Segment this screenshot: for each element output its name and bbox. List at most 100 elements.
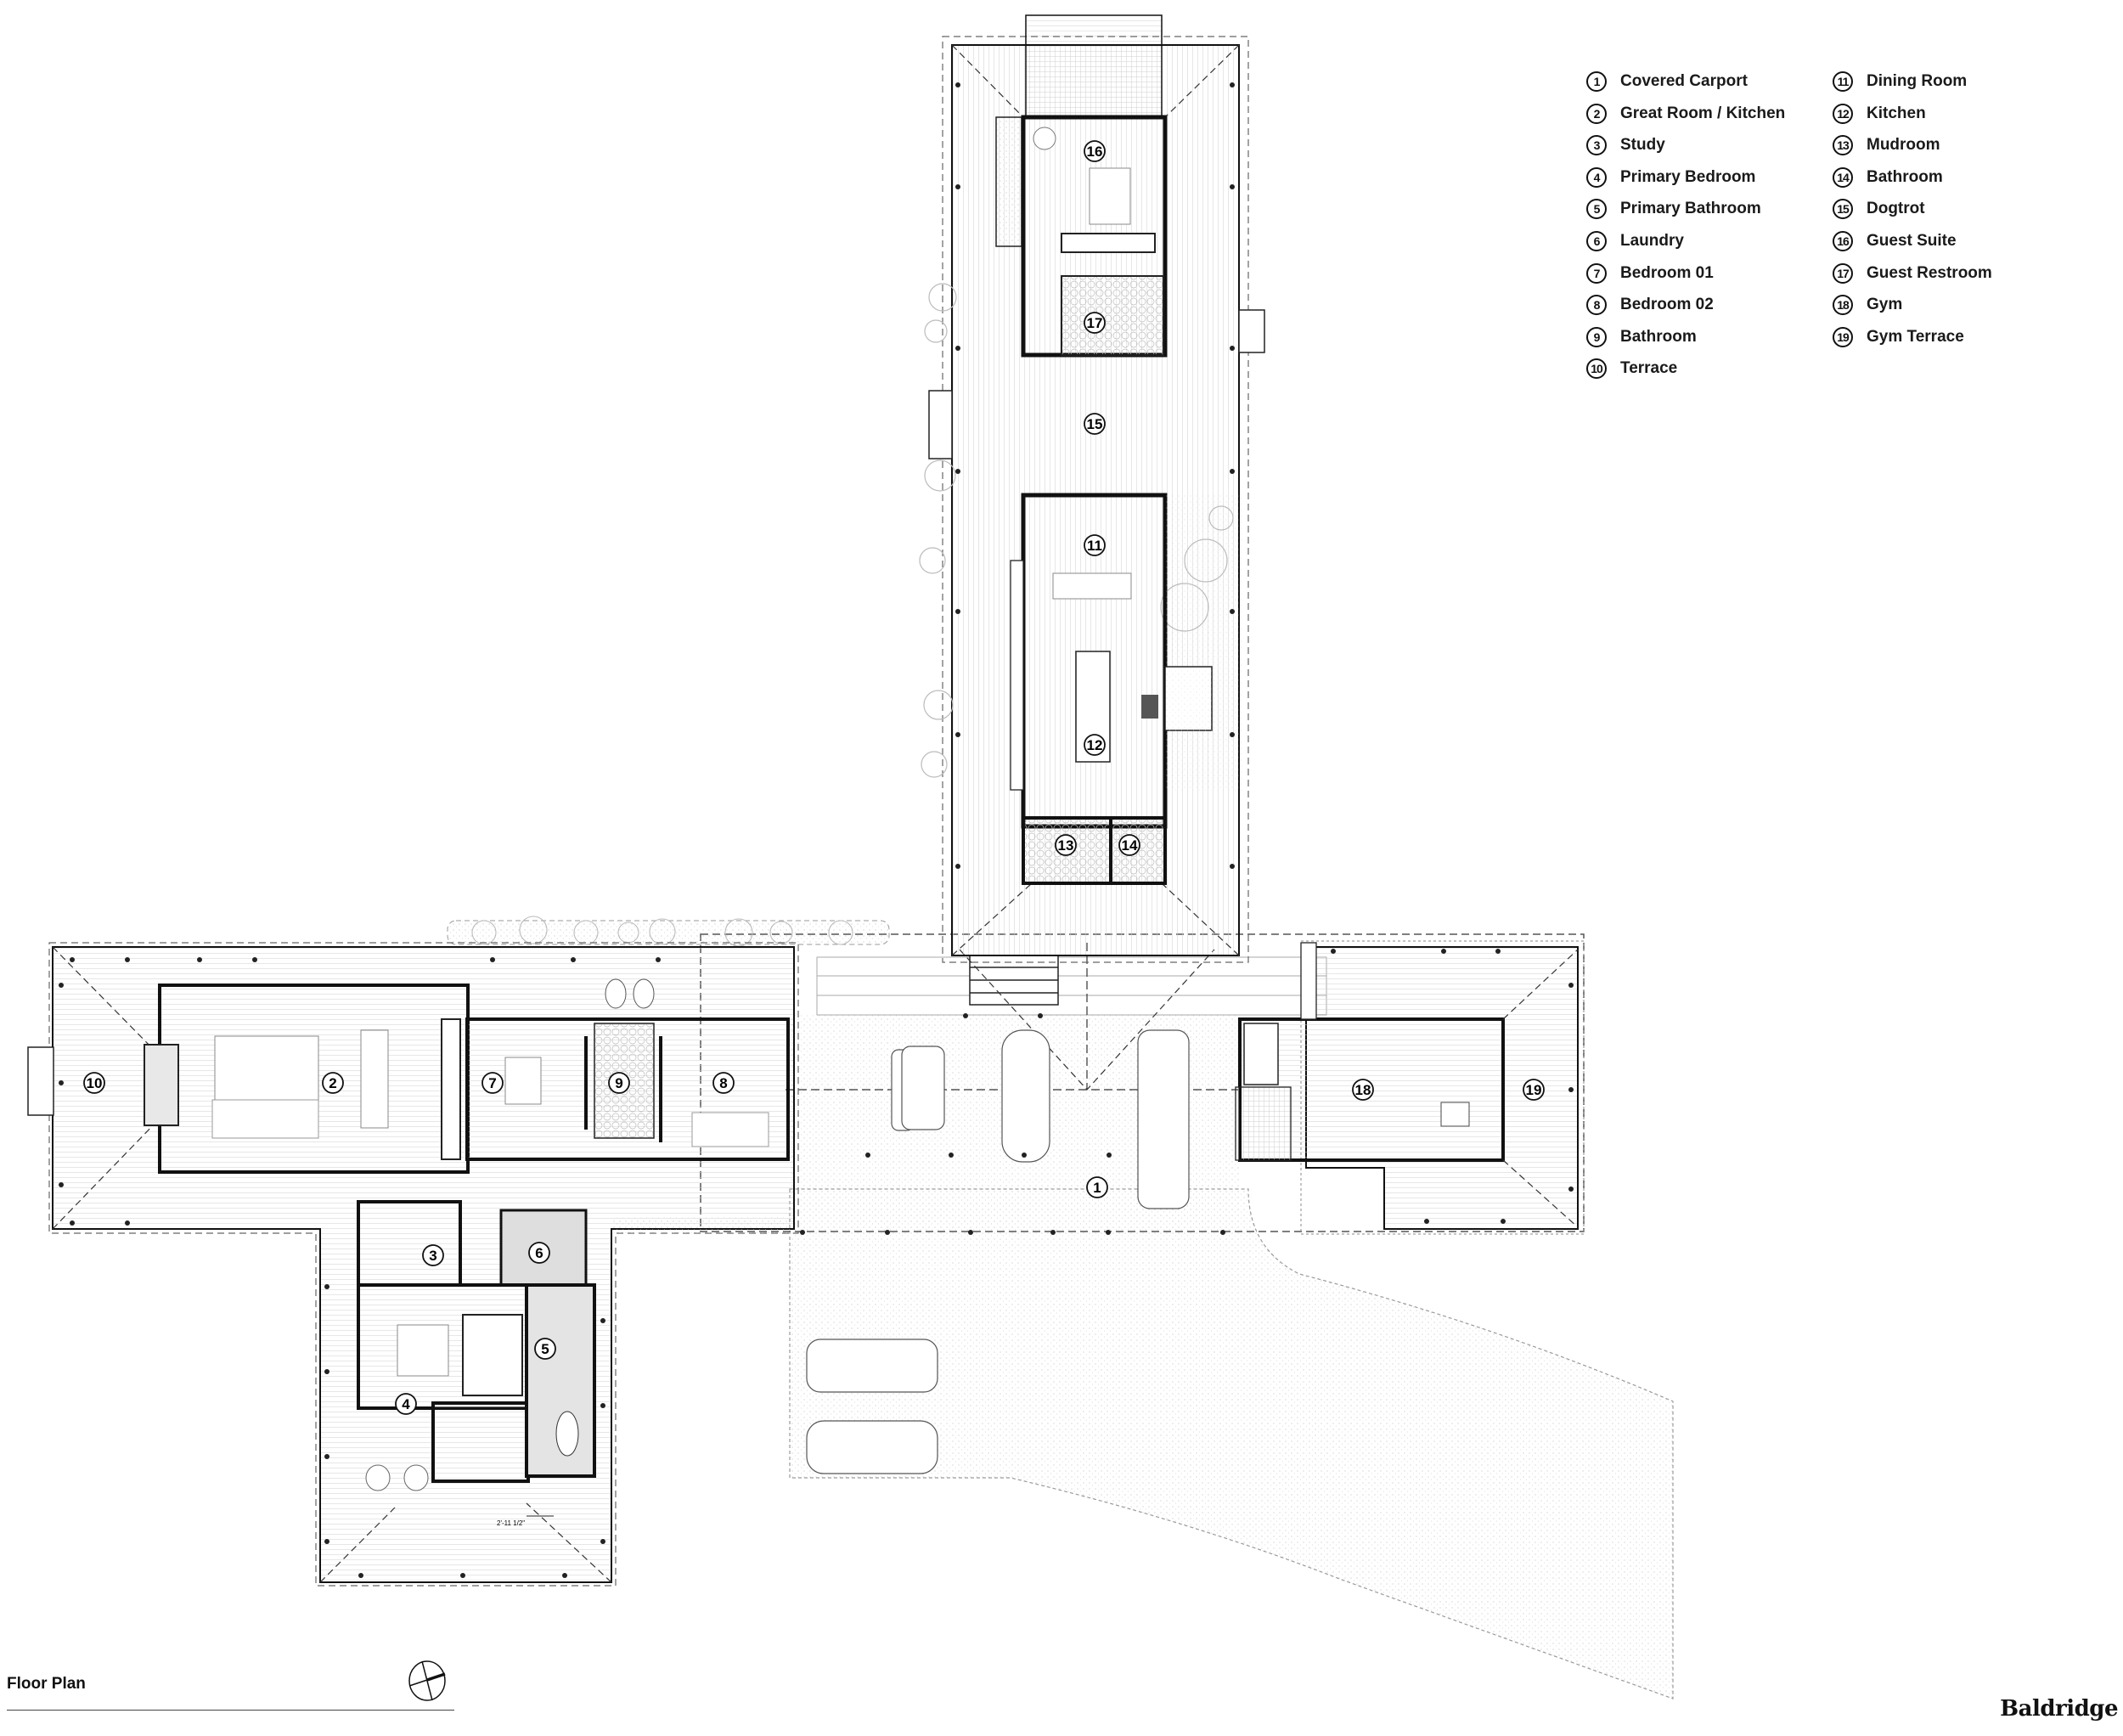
- legend-item: 10 Terrace: [1586, 355, 1677, 382]
- legend-item: 12 Kitchen: [1833, 100, 1926, 127]
- legend-number-badge: 15: [1833, 199, 1853, 220]
- svg-text:4: 4: [402, 1396, 410, 1412]
- room-tag: 6: [528, 1242, 550, 1264]
- legend-label: Great Room / Kitchen: [1620, 104, 1786, 122]
- north-arrow-icon: [408, 1660, 446, 1701]
- legend-item: 15 Dogtrot: [1833, 195, 1925, 223]
- legend-item: 9 Bathroom: [1586, 324, 1697, 351]
- legend-label: Bathroom: [1620, 327, 1697, 346]
- brand-logo: Baldridge: [2000, 1696, 2118, 1722]
- room-tag: 3: [422, 1244, 444, 1266]
- room-tag: 5: [534, 1338, 556, 1360]
- legend-item: 16 Guest Suite: [1833, 228, 1957, 255]
- legend-item: 4 Primary Bedroom: [1586, 164, 1755, 191]
- drawing-title: Floor Plan: [7, 1675, 86, 1693]
- svg-text:14: 14: [1122, 837, 1138, 854]
- svg-text:1: 1: [1093, 1180, 1101, 1196]
- dimension-label: 2'-11 1/2": [497, 1519, 525, 1527]
- room-tag: 12: [1084, 734, 1106, 756]
- legend-item: 3 Study: [1586, 132, 1665, 159]
- legend-number-badge: 13: [1833, 135, 1853, 156]
- legend-number-badge: 19: [1833, 326, 1853, 347]
- legend-item: 13 Mudroom: [1833, 132, 1940, 159]
- legend-number-badge: 12: [1833, 103, 1853, 124]
- svg-text:7: 7: [488, 1075, 496, 1091]
- legend-label: Guest Suite: [1867, 232, 1957, 250]
- svg-text:8: 8: [719, 1075, 727, 1091]
- svg-text:17: 17: [1087, 315, 1103, 331]
- svg-text:16: 16: [1087, 144, 1103, 160]
- room-tag: 16: [1084, 140, 1106, 162]
- room-tag: 14: [1118, 834, 1140, 856]
- svg-text:18: 18: [1355, 1082, 1371, 1098]
- legend-item: 11 Dining Room: [1833, 68, 1967, 95]
- legend-number-badge: 5: [1586, 199, 1607, 220]
- svg-text:2: 2: [329, 1075, 336, 1091]
- legend-item: 1 Covered Carport: [1586, 68, 1748, 95]
- legend-number-badge: 1: [1586, 71, 1607, 92]
- title-rule-divider: [7, 1710, 454, 1711]
- legend-label: Dogtrot: [1867, 200, 1925, 218]
- legend-item: 2 Great Room / Kitchen: [1586, 100, 1785, 127]
- room-tag: 9: [608, 1072, 630, 1094]
- legend-item: 17 Guest Restroom: [1833, 260, 1992, 287]
- room-tag: 2: [322, 1072, 344, 1094]
- legend-label: Covered Carport: [1620, 72, 1748, 90]
- room-tag: 15: [1084, 413, 1106, 435]
- legend-label: Gym: [1867, 296, 1903, 314]
- legend-label: Primary Bedroom: [1620, 167, 1756, 186]
- legend-item: 5 Primary Bathroom: [1586, 195, 1761, 223]
- legend-label: Bedroom 02: [1620, 296, 1714, 314]
- legend-number-badge: 4: [1586, 166, 1607, 188]
- legend-label: Guest Restroom: [1867, 263, 1992, 282]
- legend-number-badge: 11: [1833, 71, 1853, 92]
- legend-number-badge: 7: [1586, 262, 1607, 284]
- room-tag: 13: [1055, 834, 1077, 856]
- legend-number-badge: 10: [1586, 358, 1607, 380]
- legend-number-badge: 14: [1833, 166, 1853, 188]
- legend-number-badge: 6: [1586, 231, 1607, 251]
- driveway: [789, 1188, 1674, 1699]
- svg-text:3: 3: [429, 1248, 436, 1264]
- svg-text:15: 15: [1087, 416, 1103, 432]
- legend-number-badge: 2: [1586, 103, 1607, 124]
- legend-label: Gym Terrace: [1867, 327, 1964, 346]
- legend-number-badge: 16: [1833, 231, 1853, 251]
- room-tag: 1: [1086, 1176, 1108, 1198]
- legend-number-badge: 17: [1833, 262, 1853, 284]
- legend-number-badge: 9: [1586, 326, 1607, 347]
- svg-text:5: 5: [541, 1341, 549, 1357]
- room-tag: 4: [395, 1393, 417, 1415]
- legend-label: Primary Bathroom: [1620, 200, 1761, 218]
- legend-label: Study: [1620, 136, 1665, 155]
- legend-number-badge: 3: [1586, 135, 1607, 156]
- svg-text:11: 11: [1087, 538, 1102, 554]
- room-tag: 19: [1523, 1079, 1545, 1101]
- room-tag: 11: [1084, 534, 1106, 556]
- legend-number-badge: 8: [1586, 295, 1607, 316]
- legend-label: Mudroom: [1867, 136, 1940, 155]
- legend-item: 19 Gym Terrace: [1833, 324, 1964, 351]
- room-tag: 17: [1084, 312, 1106, 334]
- legend-number-badge: 18: [1833, 295, 1853, 316]
- room-tag: 8: [712, 1072, 735, 1094]
- legend-label: Bedroom 01: [1620, 263, 1714, 282]
- svg-text:6: 6: [535, 1245, 543, 1261]
- legend-label: Kitchen: [1867, 104, 1926, 122]
- room-tag: 18: [1352, 1079, 1374, 1101]
- legend-label: Bathroom: [1867, 167, 1943, 186]
- legend-item: 14 Bathroom: [1833, 164, 1943, 191]
- legend-item: 8 Bedroom 02: [1586, 291, 1714, 318]
- svg-text:13: 13: [1058, 837, 1074, 854]
- legend-item: 7 Bedroom 01: [1586, 260, 1714, 287]
- svg-text:12: 12: [1087, 737, 1103, 753]
- room-tag: 10: [83, 1072, 105, 1094]
- legend-label: Dining Room: [1867, 72, 1968, 90]
- svg-text:9: 9: [615, 1075, 622, 1091]
- svg-text:19: 19: [1526, 1082, 1542, 1098]
- legend-label: Terrace: [1620, 359, 1678, 378]
- legend-item: 18 Gym: [1833, 291, 1902, 318]
